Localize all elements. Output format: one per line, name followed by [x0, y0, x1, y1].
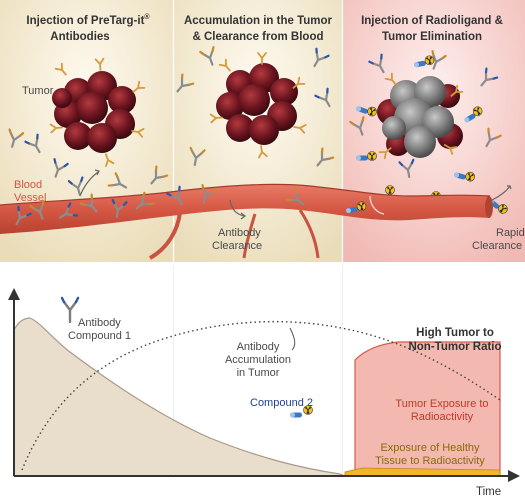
antibody-clearance-label-2: Clearance [212, 240, 262, 252]
accumulation-label: Antibody [237, 341, 280, 353]
healthy-tissue-label: Exposure of Healthy [380, 442, 480, 454]
antibody-clearance-label: Antibody [218, 227, 261, 239]
tumor-exposure-area [354, 341, 501, 477]
x-axis-arrow [508, 470, 520, 482]
tumor-1 [52, 71, 136, 153]
accumulation-label-3: in Tumor [237, 367, 280, 379]
flow-arrows [79, 169, 512, 220]
antibody-compound-label: Antibody [78, 317, 121, 329]
rapid-clearance-label-2: Clearance [472, 240, 522, 252]
panel-1-subtitle: Antibodies [50, 31, 109, 43]
graph-axes [13, 296, 512, 477]
healthy-tissue-label-2: Tissue to Radioactivity [375, 455, 485, 467]
antibody-compound-1-area [13, 317, 346, 477]
panel-2-title: Accumulation in the Tumor [184, 15, 333, 27]
antibody-compound-1-icon [60, 296, 80, 324]
accumulation-label-2: Accumulation [225, 354, 291, 366]
tumor-3-eliminated [377, 76, 463, 158]
panel-1-title: Injection of PreTarg-it® [26, 13, 150, 27]
tumor-exposure-label-2: Radioactivity [411, 411, 474, 423]
blood-vessel-label-2: Vessel [14, 192, 46, 204]
compound-1-label: Compound 1 [68, 330, 131, 342]
blood-vessel [0, 183, 493, 260]
y-axis-arrow [8, 288, 20, 300]
tumor-2 [216, 63, 298, 145]
rapid-clearance-label: Rapid [496, 227, 525, 239]
accumulation-leader [289, 327, 296, 351]
blood-vessel-label: Blood [14, 179, 42, 191]
antibody-accumulation-curve [21, 320, 501, 471]
high-ratio-label: High Tumor to [416, 327, 494, 339]
time-axis-label: Time [476, 486, 501, 498]
tumor-label: Tumor [22, 85, 54, 97]
compound-2-label: Compound 2 [250, 397, 313, 409]
tumor-exposure-label: Tumor Exposure to [395, 398, 488, 410]
panel-2-subtitle: & Clearance from Blood [193, 31, 324, 43]
high-ratio-label-2: Non-Tumor Ratio [408, 341, 501, 353]
panel-3-title: Injection of Radioligand & [361, 15, 503, 27]
panel-3-subtitle: Tumor Elimination [382, 31, 482, 43]
